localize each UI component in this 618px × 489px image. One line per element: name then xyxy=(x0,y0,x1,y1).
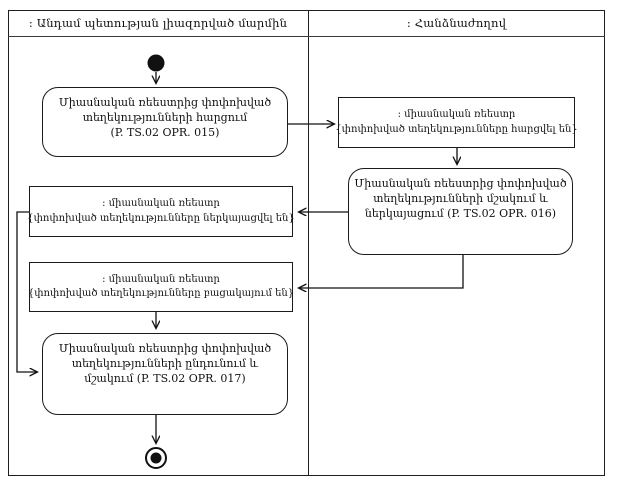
swimlane-header-commission: : Հանձնաժողով xyxy=(308,10,605,36)
action-label-line: տեղեկությունների հարցում xyxy=(82,111,248,124)
activity-final-node xyxy=(145,447,167,469)
action-label-line: (P. TS.02 OPR. 015) xyxy=(110,126,220,139)
lane-header-separator xyxy=(8,36,605,37)
object-label-line: : միասնական ռեեստր xyxy=(397,109,516,120)
edge-register-submitted-to-receive xyxy=(16,211,37,372)
action-label-line: Միասնական ռեեստրից փոփոխված xyxy=(58,96,272,109)
swimlane-header-authorized-body: : Անդամ պետության լիազորված մարմին xyxy=(8,10,308,36)
object-node-register-queried: : միասնական ռեեստր {փոփոխված տեղեկությու… xyxy=(335,97,578,148)
action-process-and-submit: Միասնական ռեեստրից փոփոխված տեղեկություն… xyxy=(348,168,573,255)
action-label-line: տեղեկությունների մշակում և xyxy=(373,192,548,205)
object-node-register-absent: : միասնական ռեեստր {փոփոխված տեղեկությու… xyxy=(27,262,295,312)
object-label-line: : միասնական ռեեստր xyxy=(102,273,220,285)
object-state-line: {փոփոխված տեղեկությունները հարցվել են} xyxy=(335,123,578,135)
object-node-register-submitted: : միասնական ռեեստր {փոփոխված տեղեկությու… xyxy=(27,186,295,237)
swimlane-title: : Հանձնաժողով xyxy=(406,16,507,30)
action-receive-and-process: Միասնական ռեեստրից փոփոխված տեղեկություն… xyxy=(42,333,288,415)
action-label-line: ներկայացում (P. TS.02 OPR. 016) xyxy=(364,207,557,220)
object-state-line: {փոփոխված տեղեկությունները ներկայացվել ե… xyxy=(27,212,295,224)
object-label-line: : միասնական ռեեստր xyxy=(102,198,220,209)
action-label-line: Միասնական ռեեստրից փոփոխված xyxy=(354,177,567,190)
swimlane-title: : Անդամ պետության լիազորված մարմին xyxy=(28,16,288,30)
object-state-line: {փոփոխված տեղեկությունները բացակայում են… xyxy=(27,288,295,299)
initial-node xyxy=(147,54,165,72)
action-label-line: տեղեկությունների ընդունում և xyxy=(71,357,259,370)
action-query-changed-info: Միասնական ռեեստրից փոփոխված տեղեկություն… xyxy=(42,87,288,157)
action-label-line: մշակում (P. TS.02 OPR. 017) xyxy=(84,372,246,385)
swimlane-divider xyxy=(308,10,309,476)
edge-process-to-register-absent xyxy=(299,255,464,288)
action-label-line: Միասնական ռեեստրից փոփոխված xyxy=(58,342,272,355)
